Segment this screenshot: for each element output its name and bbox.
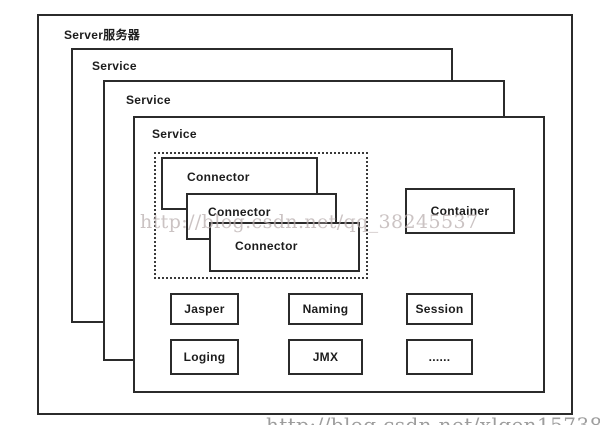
container-label: Container	[430, 204, 490, 218]
service-1-label: Service	[92, 59, 137, 73]
loging-box: Loging	[170, 339, 239, 375]
container-box: Container	[405, 188, 515, 234]
jmx-box: JMX	[288, 339, 363, 375]
jmx-label: JMX	[312, 350, 339, 364]
connector-3-label: Connector	[235, 239, 298, 253]
session-box: Session	[406, 293, 473, 325]
connector-group-dotted-box	[154, 152, 368, 279]
service-box-3: Service Connector Connector Connector Co…	[133, 116, 545, 393]
jasper-label: Jasper	[184, 302, 225, 316]
service-3-label: Service	[152, 127, 197, 141]
connector-box-3: Connector	[209, 222, 360, 272]
server-label: Server服务器	[64, 28, 141, 42]
session-label: Session	[415, 302, 464, 316]
connector-2-label: Connector	[208, 205, 271, 219]
naming-box: Naming	[288, 293, 363, 325]
connector-1-label: Connector	[187, 170, 250, 184]
service-2-label: Service	[126, 93, 171, 107]
ellipsis-box: ......	[406, 339, 473, 375]
ellipsis-label: ......	[428, 350, 451, 364]
loging-label: Loging	[183, 350, 226, 364]
naming-label: Naming	[302, 302, 349, 316]
jasper-box: Jasper	[170, 293, 239, 325]
